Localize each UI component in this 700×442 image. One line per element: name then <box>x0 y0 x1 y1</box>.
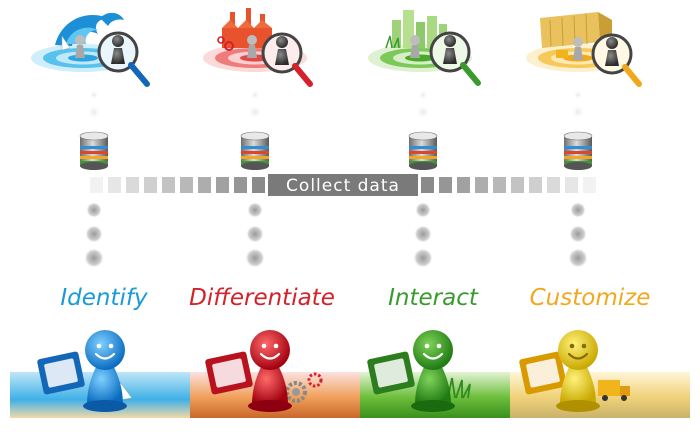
database-icon <box>79 131 109 170</box>
stage-title-identify: Identify <box>60 285 148 311</box>
stage-title-interact: Interact <box>388 285 479 311</box>
database-icon <box>408 131 438 170</box>
gray-pawn-icon <box>410 35 420 58</box>
stage-title-customize: Customize <box>530 285 651 311</box>
gray-pawn-icon <box>247 35 257 58</box>
collect-data-label: Collect data <box>286 176 400 196</box>
scene-ocean <box>31 12 150 87</box>
collect-data-banner: Collect data <box>90 174 596 196</box>
upper-dots <box>87 90 585 119</box>
scene-factory <box>203 8 313 87</box>
magnifier-pawn-icon <box>97 31 150 87</box>
magnifier-pawn-icon <box>591 33 642 87</box>
smiley-figure-yellow <box>519 330 630 412</box>
smiley-figure-red <box>205 330 323 412</box>
gray-pawn-icon <box>75 35 85 58</box>
scene-cargo <box>526 12 642 87</box>
stage-title-differentiate: Differentiate <box>189 285 335 311</box>
lower-dots <box>84 202 588 268</box>
magnifier-pawn-icon <box>261 32 313 87</box>
smiley-figure-blue <box>37 330 133 412</box>
database-icon <box>240 131 270 170</box>
gear-icon <box>285 372 323 403</box>
database-icon <box>563 131 593 170</box>
magnifier-pawn-icon <box>429 31 481 86</box>
smiley-figure-green <box>367 330 471 412</box>
scene-green-city <box>368 10 481 86</box>
truck-icon <box>598 380 630 401</box>
gray-pawn-icon <box>573 37 583 60</box>
